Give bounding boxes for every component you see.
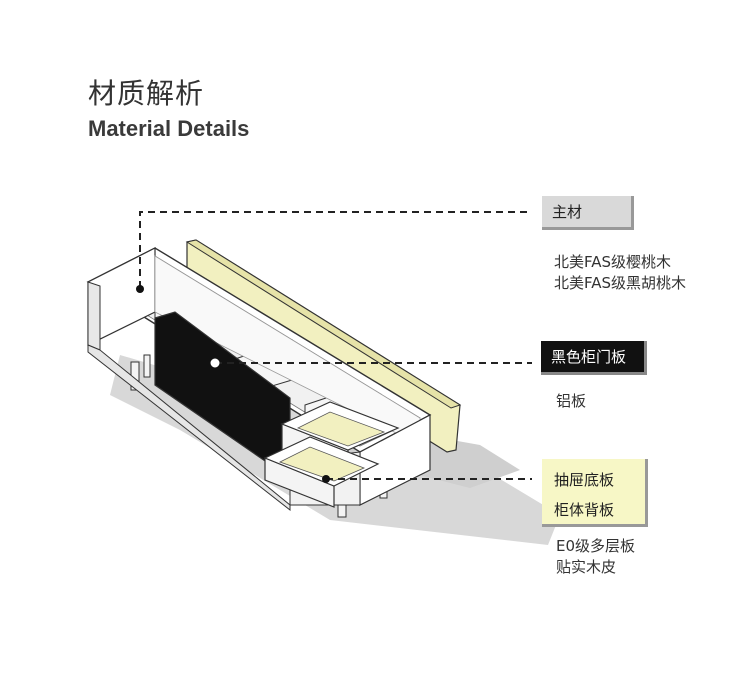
- desc-line: 贴实木皮: [556, 558, 617, 576]
- tag-black-door: 黑色柜门板: [541, 341, 647, 375]
- left-end-panel: [87, 281, 101, 351]
- leader-dot-main: [136, 285, 144, 293]
- back-panel-edge: [185, 239, 462, 409]
- section-subtitle: Material Details: [88, 116, 250, 141]
- tag-line: 抽屉底板: [554, 471, 615, 489]
- desc-main-material: 北美FAS级樱桃木 北美FAS级黑胡桃木: [554, 252, 686, 294]
- desc-line: 铝板: [556, 392, 587, 410]
- leader-dot-door: [210, 358, 220, 368]
- desc-line: 北美FAS级黑胡桃木: [554, 274, 687, 292]
- leader-line-main: [139, 211, 532, 288]
- section-title: 材质解析: [88, 77, 205, 110]
- desc-black-door: 铝板: [556, 391, 586, 412]
- leader-dot-plywood: [322, 475, 330, 483]
- tag-main-material: 主材: [542, 196, 634, 230]
- desc-line: E0级多层板: [556, 537, 636, 555]
- leg-left-back: [143, 354, 151, 378]
- lower-drawer-bottom: [278, 446, 366, 482]
- desc-plywood: E0级多层板 贴实木皮: [556, 536, 635, 578]
- upper-drawer-bottom: [296, 411, 386, 447]
- tag-plywood: 抽屉底板 柜体背板: [542, 459, 648, 527]
- tag-line: 柜体背板: [554, 501, 615, 519]
- cabinet-bottom-rim: [87, 344, 291, 512]
- desc-line: 北美FAS级樱桃木: [554, 253, 672, 271]
